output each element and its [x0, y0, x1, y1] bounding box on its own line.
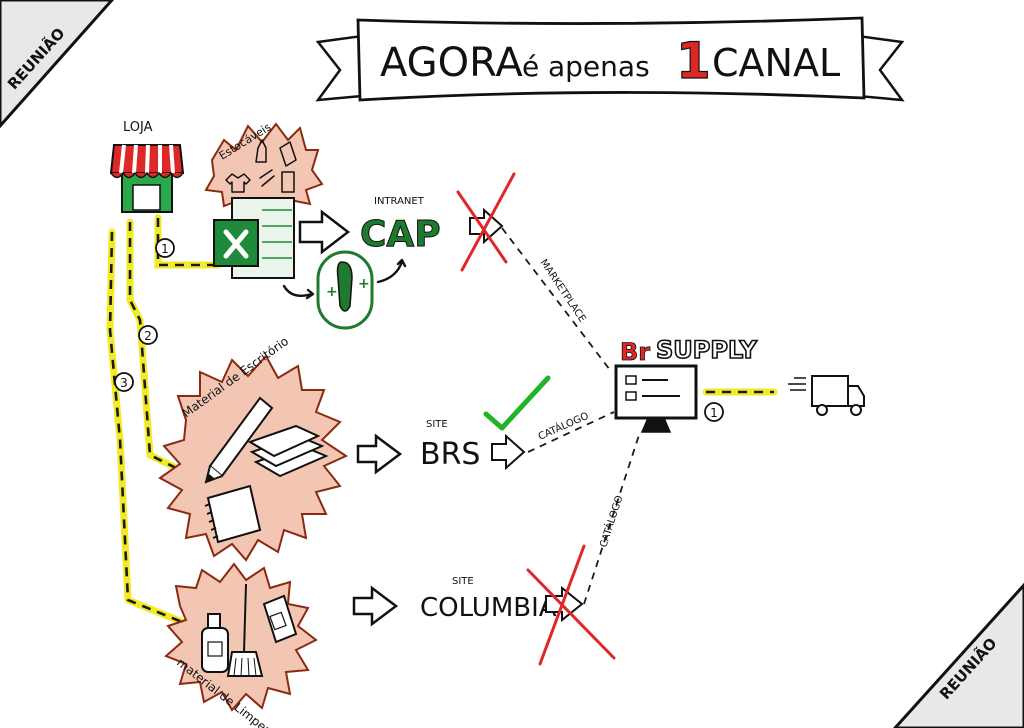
store-icon — [109, 144, 185, 213]
br-supply-name: SUPPLY — [656, 336, 758, 364]
cap-output — [456, 172, 516, 272]
marketplace-label: MARKETPLACE — [538, 258, 588, 325]
banner-number: 1 — [676, 32, 711, 90]
cross-icon — [456, 172, 516, 272]
excel-icon — [213, 197, 295, 279]
svg-text:+: + — [358, 276, 370, 292]
svg-text:é: é — [522, 50, 539, 83]
broom-icon — [226, 583, 264, 677]
meeting-badge-bottom-right: REUNIÃO — [892, 582, 1024, 728]
usb-token-icon: + + — [282, 250, 407, 330]
brs-name: BRS — [420, 437, 480, 472]
store: LOJA — [109, 120, 185, 213]
step-number: 3 — [120, 376, 128, 390]
banner-word-apenas: apenas — [548, 50, 650, 83]
catalog-top-label: CATÁLOGO — [536, 409, 591, 443]
meeting-badge-top-left: REUNIÃO — [0, 0, 115, 129]
paper-stack-icon — [247, 424, 329, 478]
columbia-caption: SITE — [452, 576, 474, 587]
svg-text:+: + — [326, 284, 338, 300]
pencil-icon — [204, 396, 274, 484]
cap-channel: INTRANET CAP — [360, 196, 442, 256]
banner-word-e: é — [522, 50, 539, 83]
arrow-icon — [356, 433, 403, 475]
cap-name: CAP — [360, 214, 441, 255]
columbia-channel: SITE COLUMBIA — [420, 544, 616, 666]
delivery-step-number: 1 — [710, 406, 718, 420]
cleaning-supplies-burst: material de Limpeza — [164, 562, 318, 728]
office-supplies-burst: Material de Escritório — [158, 334, 349, 562]
catalog-bottom-label: CATÁLOGO — [596, 494, 625, 549]
cross-icon — [526, 544, 616, 666]
svg-text:apenas: apenas — [548, 50, 650, 83]
banner-word-agora: AGORA — [380, 40, 523, 86]
store-connectors: 1 2 3 — [106, 214, 222, 626]
arrow-icon — [352, 585, 399, 627]
clothing-icon — [225, 139, 297, 193]
step-number: 1 — [161, 242, 169, 256]
delivery-connector: 1 — [702, 388, 778, 422]
br-supply-prefix: Br — [620, 338, 650, 366]
svg-text:CANAL: CANAL — [712, 41, 840, 85]
store-label: LOJA — [123, 120, 153, 135]
brs-caption: SITE — [426, 419, 448, 430]
br-supply: Br SUPPLY — [614, 335, 758, 433]
check-icon — [483, 375, 551, 431]
monitor-icon — [614, 364, 698, 433]
notebook-icon — [204, 484, 262, 544]
box-icon — [262, 594, 298, 644]
step-number: 2 — [144, 329, 152, 343]
title-banner: AGORA é apenas 1 CANAL — [315, 16, 905, 102]
columbia-name: COLUMBIA — [420, 593, 557, 623]
svg-text:AGORA: AGORA — [380, 40, 523, 86]
cap-caption: INTRANET — [374, 196, 425, 207]
banner-word-canal: CANAL — [712, 41, 840, 85]
arrow-icon — [298, 209, 351, 255]
bottle-icon — [201, 613, 229, 673]
brs-channel: SITE BRS — [420, 375, 551, 472]
truck-icon — [788, 375, 865, 416]
